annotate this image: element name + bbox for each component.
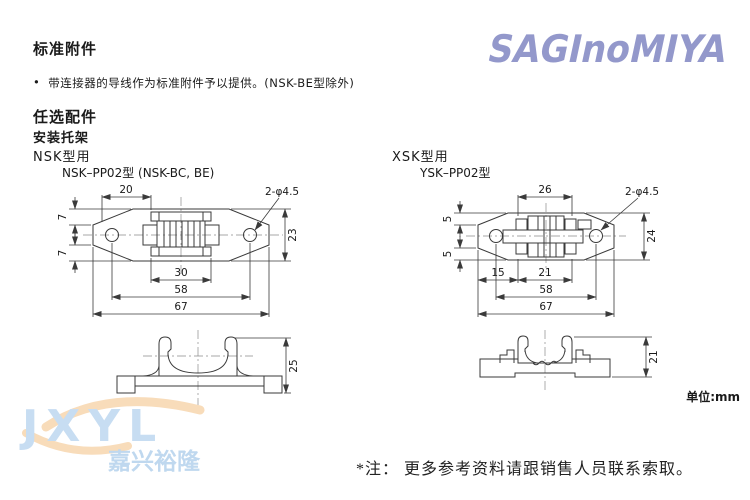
mounting-bracket-subtitle: 安装托架 xyxy=(33,131,90,146)
saginomiya-logo-image: SAGInoMIYA xyxy=(484,27,732,72)
dim-inner-width: 21 xyxy=(538,267,551,279)
bullet-icon: • xyxy=(33,75,41,89)
dim-hole-note: 2-φ4.5 xyxy=(625,186,659,198)
dim-top-width: 26 xyxy=(538,184,552,196)
jxyl-watermark: JXYL 嘉兴裕隆 xyxy=(8,383,223,483)
left-figure-model-label: NSK–PP02型 (NSK-BC, BE) xyxy=(62,166,215,180)
saginomiya-logo: SAGInoMIYA xyxy=(478,24,732,72)
left-figure-series-label: NSK型用 xyxy=(33,150,91,165)
right-plan-drawing: 26 2-φ4.5 5 5 24 15 21 58 67 xyxy=(442,184,659,317)
right-figure-series-label: XSK型用 xyxy=(392,150,449,165)
watermark-subtext: 嘉兴裕隆 xyxy=(108,448,201,475)
standard-accessories-title: 标准附件 xyxy=(33,40,98,58)
dim-front-height: 25 xyxy=(288,359,300,372)
dim-hole-note: 2-φ4.5 xyxy=(265,186,299,198)
saginomiya-logo-text: SAGInoMIYA xyxy=(484,27,730,72)
right-front-dimensions: 21 xyxy=(574,336,660,378)
dim-upper-offset: 5 xyxy=(442,216,454,223)
left-front-centerlines xyxy=(143,330,253,406)
left-plan-bracket-outline xyxy=(92,208,270,262)
dim-total-width: 67 xyxy=(174,301,187,313)
jxyl-watermark-image: JXYL 嘉兴裕隆 xyxy=(19,397,205,475)
optional-parts-title: 任选配件 xyxy=(33,108,98,126)
right-plan-centerlines xyxy=(466,203,626,273)
right-figure-model-label: YSK–PP02型 xyxy=(420,166,491,180)
dim-lower-offset: 7 xyxy=(57,250,69,257)
dim-plate-height: 24 xyxy=(646,229,658,243)
left-plan-centerlines xyxy=(83,197,283,275)
unit-label: 单位:mm xyxy=(686,390,740,404)
right-front-bracket-outline xyxy=(479,335,611,378)
dim-offset: 15 xyxy=(491,267,504,279)
dim-upper-offset: 7 xyxy=(57,214,69,221)
standard-accessories-bullet-row: • 带连接器的导线作为标准附件予以提供。(NSK-BE型除外) xyxy=(33,75,354,91)
dim-inner-width: 30 xyxy=(174,267,187,279)
left-plan-drawing: 20 2-φ4.5 7 7 23 30 58 67 xyxy=(57,184,299,317)
dim-plate-height: 23 xyxy=(287,228,299,241)
left-front-bracket-outline xyxy=(116,336,283,394)
dim-front-height: 21 xyxy=(648,350,660,363)
dim-hole-span: 58 xyxy=(539,284,552,296)
watermark-swoosh-icon xyxy=(22,397,205,455)
right-plan-dimensions: 26 2-φ4.5 5 5 24 15 21 58 67 xyxy=(442,184,659,317)
right-plan-bracket-outline xyxy=(477,212,615,261)
dim-top-width: 20 xyxy=(119,184,132,196)
dim-total-width: 67 xyxy=(539,301,552,313)
left-front-drawing: 25 xyxy=(116,330,300,406)
standard-accessories-text: 带连接器的导线作为标准附件予以提供。(NSK-BE型除外) xyxy=(48,76,355,90)
left-front-dimensions: 25 xyxy=(235,337,300,394)
dim-lower-offset: 5 xyxy=(442,251,454,258)
left-plan-dimensions: 20 2-φ4.5 7 7 23 30 58 67 xyxy=(57,184,299,317)
footnote: *注： 更多参考资料请跟销售人员联系索取。 xyxy=(356,461,694,478)
right-front-drawing: 21 xyxy=(479,330,660,390)
watermark-text: JXYL xyxy=(19,401,164,452)
dim-hole-span: 58 xyxy=(174,284,187,296)
